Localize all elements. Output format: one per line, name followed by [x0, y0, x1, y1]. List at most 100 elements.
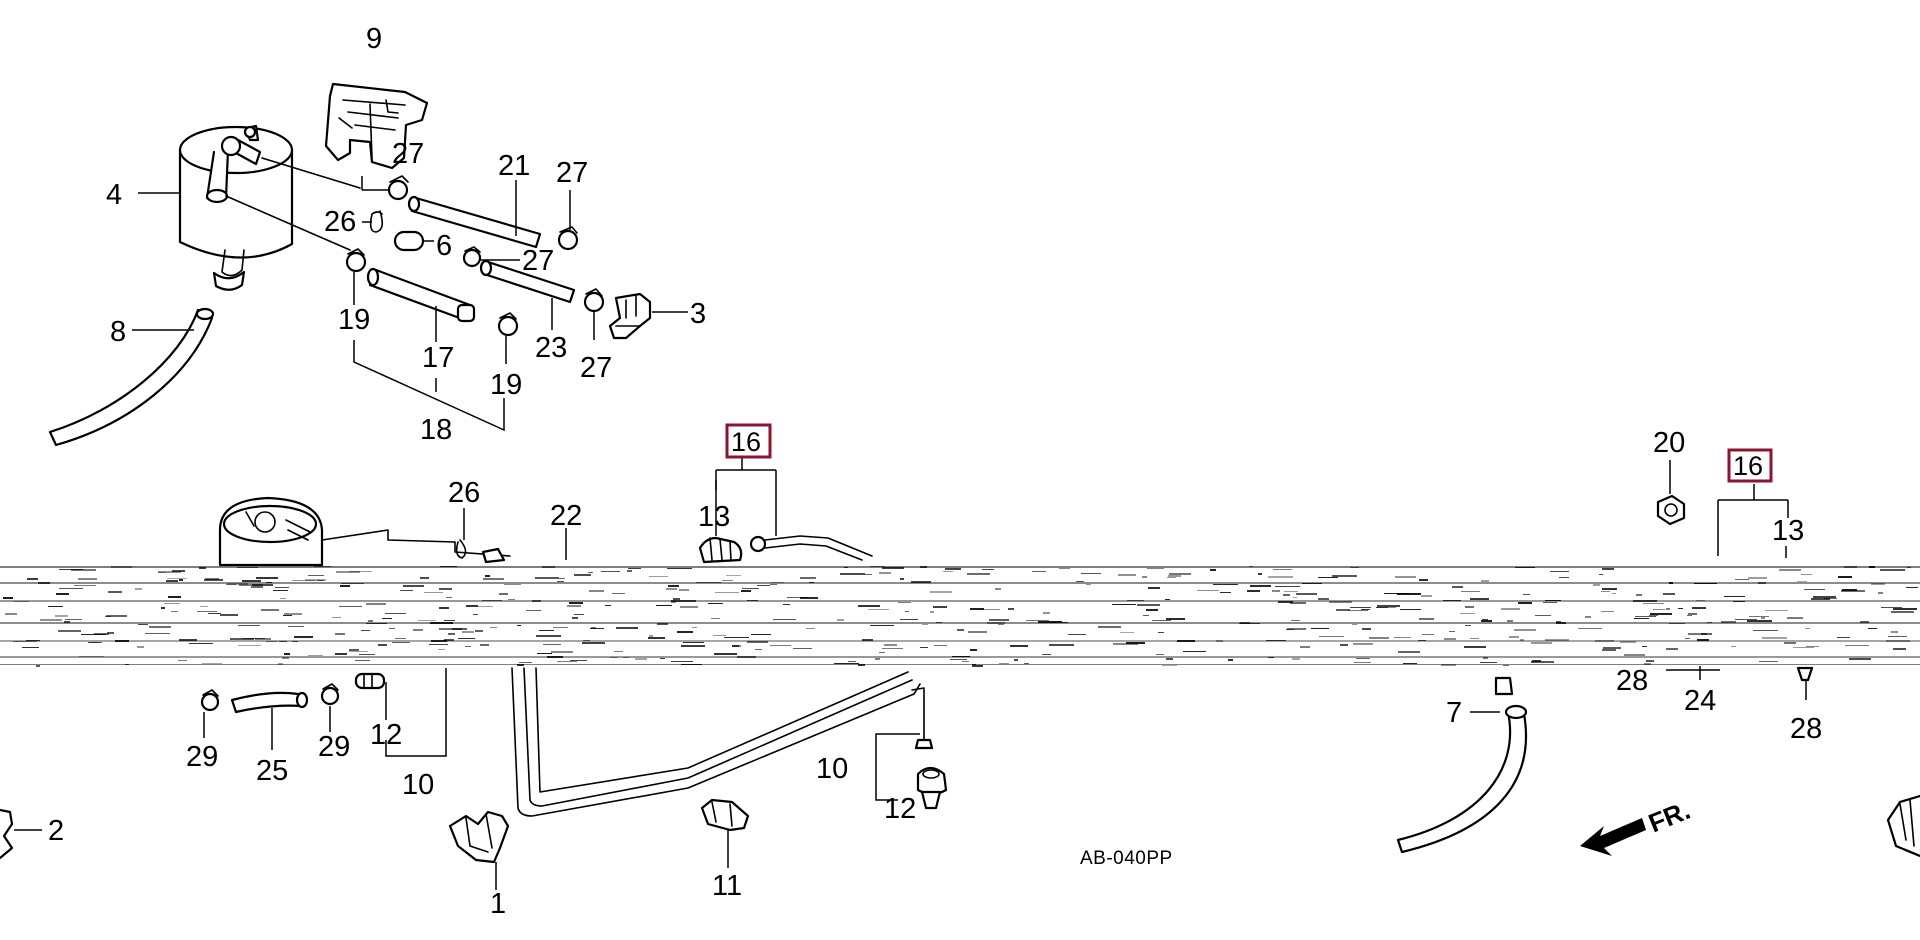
noise-speck: [526, 610, 541, 611]
callout-25: 25: [256, 755, 288, 787]
noise-speck: [747, 641, 768, 643]
noise-speck: [536, 635, 561, 637]
callout-28-right: 28: [1790, 713, 1822, 745]
noise-speck: [635, 658, 647, 660]
noise-speck: [911, 581, 931, 583]
noise-speck: [108, 591, 122, 593]
noise-speck: [1688, 633, 1707, 635]
noise-speck: [970, 649, 977, 651]
noise-speck: [1646, 660, 1654, 662]
noise-speck: [79, 656, 104, 657]
canister-part-4: [178, 124, 361, 291]
noise-speck: [1869, 566, 1875, 568]
noise-speck: [166, 580, 178, 582]
noise-speck: [1692, 607, 1706, 609]
callout-3: 3: [690, 298, 706, 330]
noise-speck: [1166, 618, 1185, 620]
clip-edge-right: [1886, 794, 1920, 858]
noise-speck: [972, 665, 983, 667]
noise-speck: [359, 654, 375, 655]
noise-speck: [1268, 576, 1293, 578]
noise-speck: [255, 638, 271, 640]
noise-speck: [614, 651, 623, 652]
noise-speck: [1633, 600, 1657, 602]
leader-part-24: [1666, 666, 1720, 680]
noise-speck: [1748, 577, 1767, 579]
noise-speck: [1147, 568, 1164, 569]
noise-speck: [1398, 651, 1420, 653]
noise-speck: [574, 574, 591, 576]
noise-speck: [570, 660, 587, 661]
noise-speck: [865, 574, 872, 575]
noise-speck: [438, 649, 445, 650]
noise-speck: [1183, 651, 1206, 652]
noise-speck: [1805, 628, 1810, 629]
noise-speck: [1197, 590, 1219, 591]
noise-speck: [336, 571, 360, 573]
noise-speck: [1275, 586, 1300, 587]
noise-speck: [1758, 582, 1766, 584]
callout-4: 4: [106, 179, 122, 211]
noise-speck: [967, 573, 990, 575]
noise-speck: [361, 630, 370, 631]
callout-27-middle: 27: [522, 245, 554, 277]
noise-speck: [48, 606, 63, 607]
noise-speck: [1049, 644, 1074, 646]
noise-speck: [205, 578, 219, 580]
clip-part-26: [362, 210, 384, 233]
noise-speck: [623, 657, 629, 658]
noise-speck: [1514, 629, 1536, 631]
noise-speck: [418, 620, 436, 621]
noise-speck: [683, 642, 704, 643]
noise-speck: [957, 629, 964, 631]
noise-speck: [1685, 638, 1690, 639]
clamp-part-19-left: [345, 248, 367, 305]
noise-speck: [1520, 639, 1524, 641]
callout-12-left: 12: [370, 719, 402, 751]
noise-speck: [844, 567, 848, 568]
noise-speck: [59, 588, 83, 589]
noise-speck: [1480, 662, 1497, 663]
noise-speck: [71, 569, 96, 571]
noise-speck: [1787, 617, 1803, 619]
noise-speck: [1906, 587, 1918, 588]
noise-speck: [834, 663, 859, 664]
noise-speck: [1811, 598, 1830, 600]
callout-16-left[interactable]: 16: [731, 427, 761, 457]
noise-speck: [747, 600, 758, 601]
noise-speck: [27, 578, 38, 580]
noise-speck: [1844, 566, 1857, 568]
noise-speck: [1837, 637, 1850, 638]
noise-speck: [1240, 622, 1250, 624]
noise-speck: [771, 582, 784, 583]
noise-speck: [970, 608, 984, 610]
noise-speck: [13, 641, 37, 642]
noise-speck: [288, 626, 304, 627]
callout-16-right[interactable]: 16: [1733, 451, 1763, 481]
noise-speck: [74, 585, 96, 586]
noise-speck: [1403, 663, 1417, 664]
noise-speck: [1694, 583, 1717, 584]
noise-speck: [858, 664, 865, 666]
noise-speck: [349, 651, 368, 652]
noise-speck: [610, 657, 618, 658]
noise-speck: [1369, 637, 1389, 639]
noise-speck: [589, 590, 604, 592]
noise-speck: [757, 585, 770, 586]
noise-speck: [557, 661, 577, 662]
noise-speck: [1635, 616, 1656, 617]
noise-speck: [737, 656, 756, 658]
noise-speck: [1318, 577, 1338, 578]
noise-speck: [1501, 608, 1520, 610]
noise-speck: [667, 568, 692, 569]
noise-speck: [1765, 610, 1788, 611]
noise-speck: [1286, 629, 1294, 630]
diagram-code: AB-040PP: [1080, 848, 1173, 869]
noise-speck: [292, 580, 304, 581]
noise-speck: [1291, 620, 1300, 621]
noise-speck: [1643, 603, 1664, 604]
noise-speck: [882, 648, 903, 649]
noise-speck: [208, 613, 221, 614]
noise-speck: [458, 638, 475, 639]
noise-speck: [446, 597, 452, 598]
